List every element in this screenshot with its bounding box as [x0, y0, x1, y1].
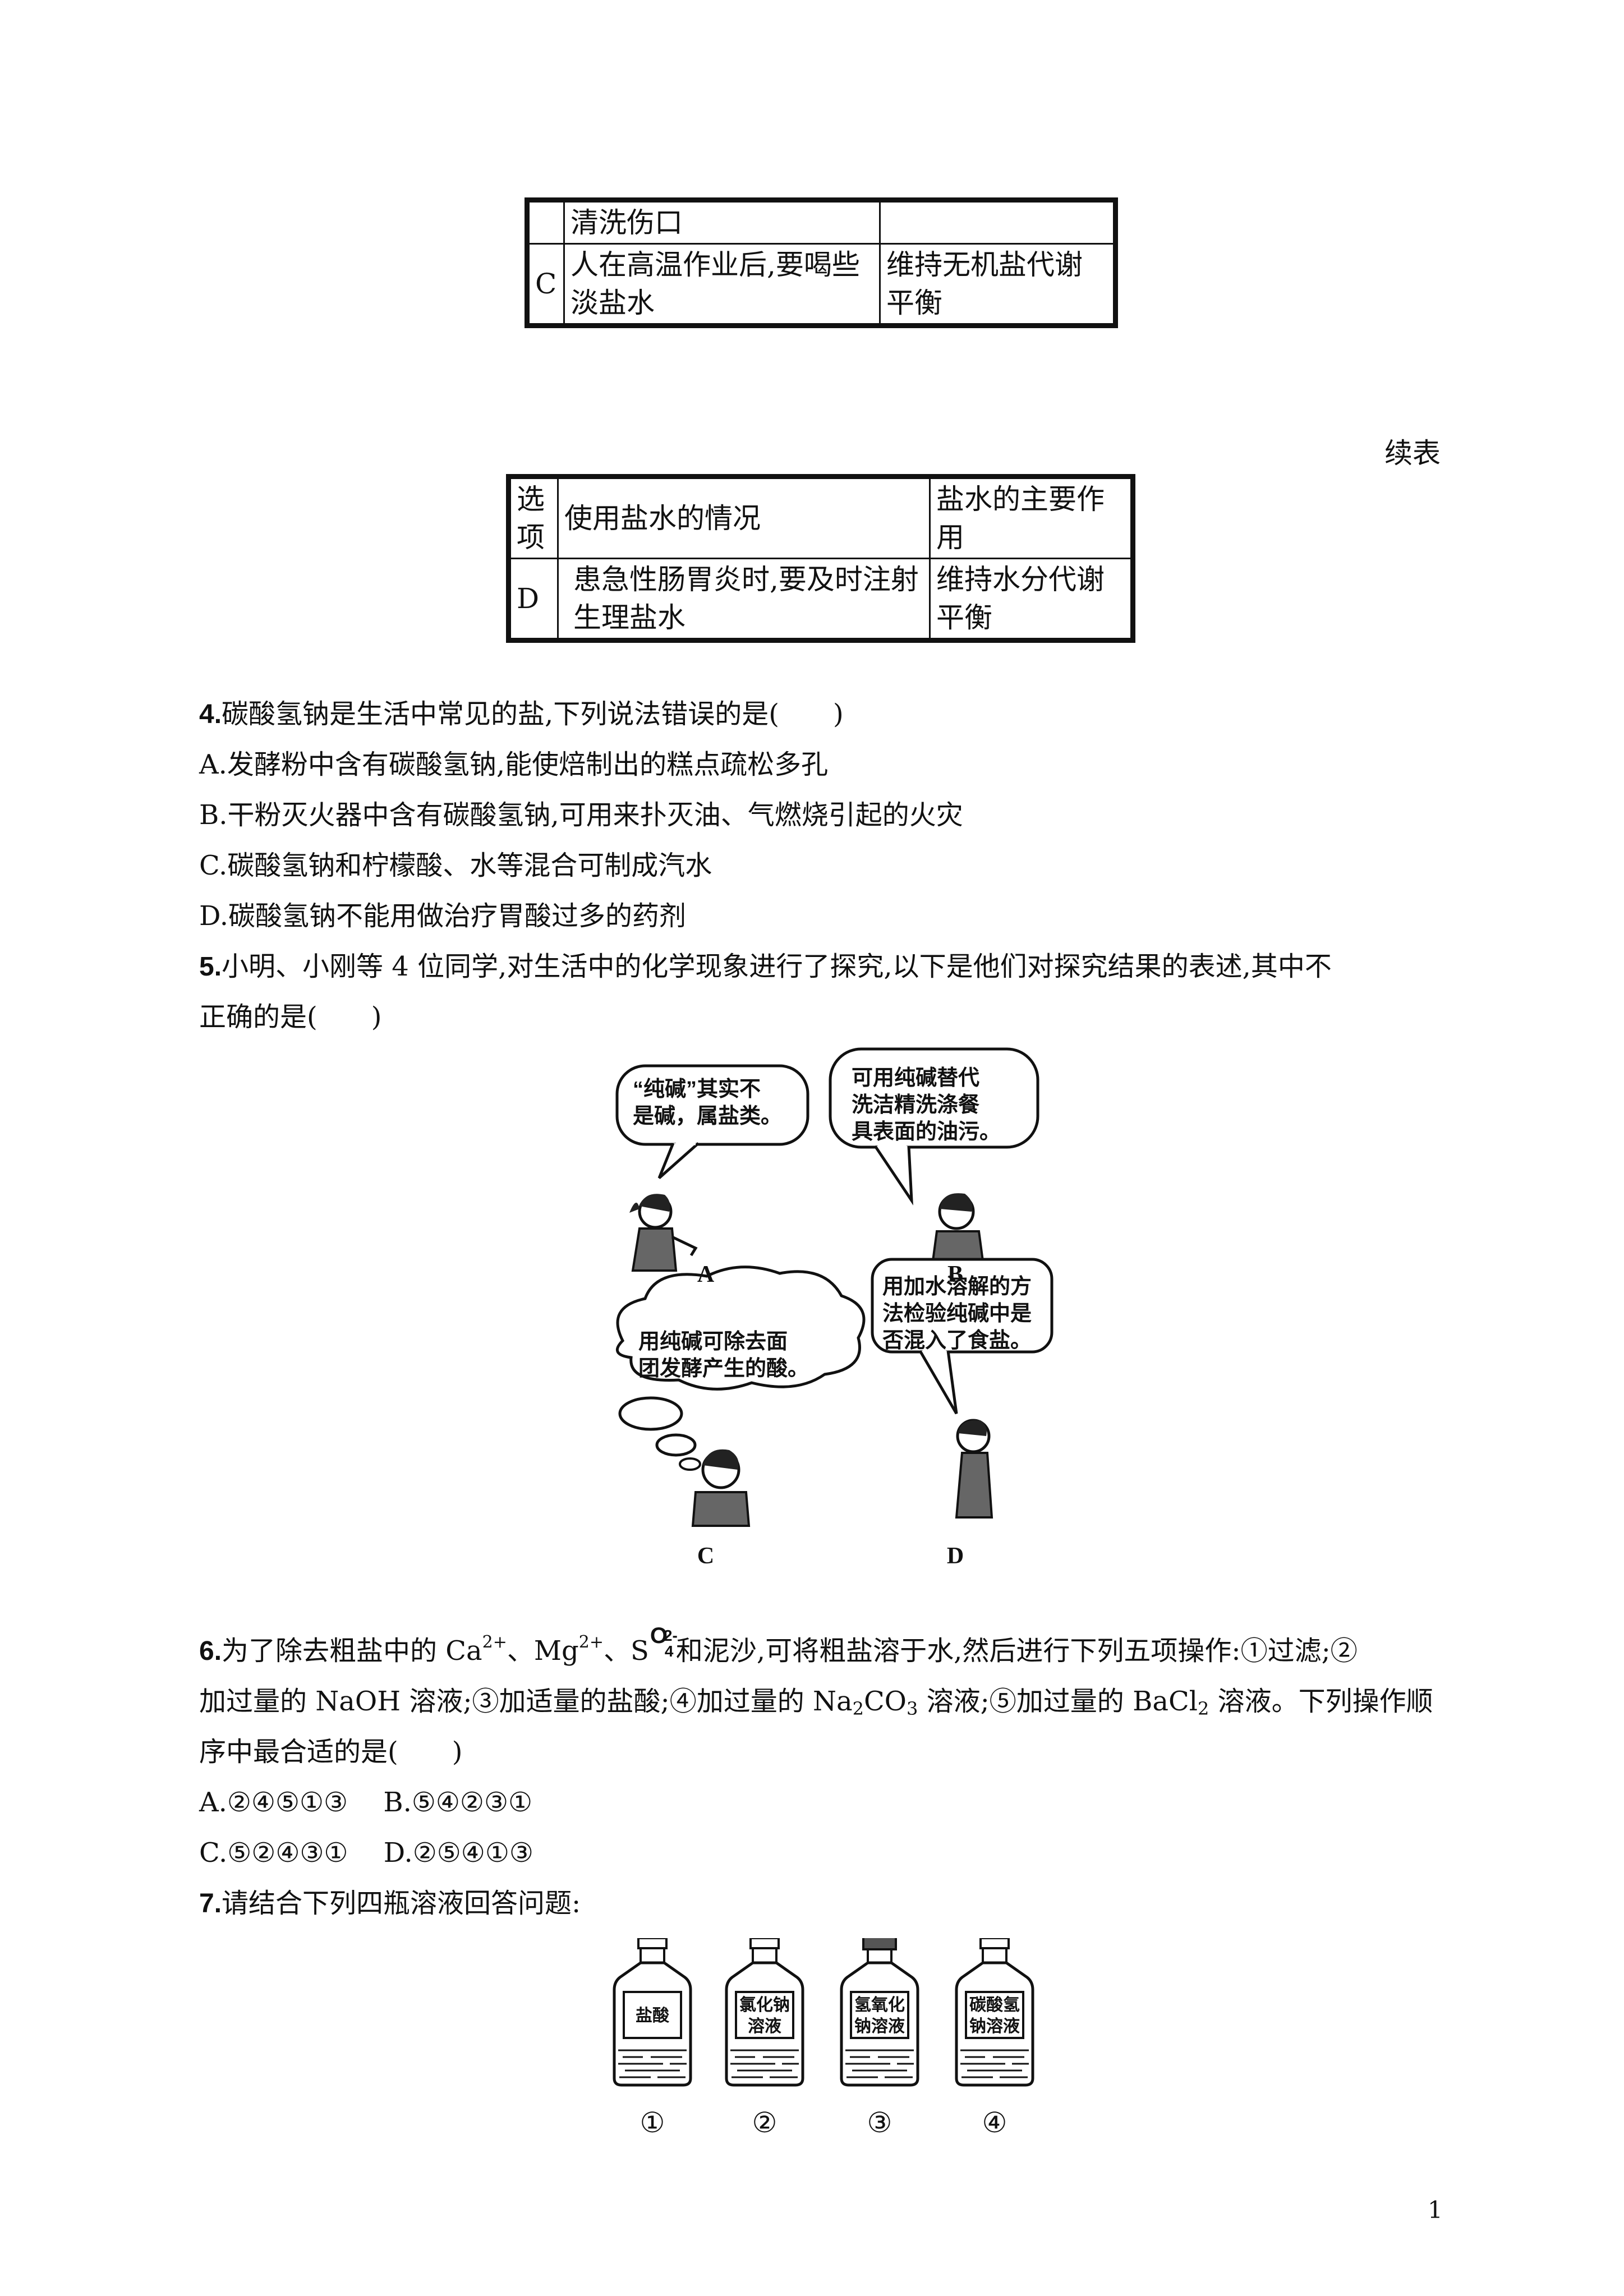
- q5-stem: 5.小明、小刚等 4 位同学,对生活中的化学现象进行了探究,以下是他们对探究结果…: [199, 947, 1332, 987]
- q6-options-row1: A.②④⑤①③ B.⑤④②③①: [199, 1787, 533, 1818]
- thought-cloud-c: [615, 1266, 866, 1391]
- speech-bubble-a: [615, 1064, 809, 1146]
- student-girl-icon: [629, 1194, 698, 1272]
- caption-a: A: [697, 1262, 715, 1287]
- speech-tail-d: [918, 1350, 958, 1415]
- option-cell: [526, 199, 565, 245]
- bottle-4-number: ④: [982, 2106, 1007, 2139]
- bottle-3-number: ③: [867, 2106, 892, 2139]
- q7-number: 7.: [199, 1889, 222, 1918]
- bottle-4-label: 碳酸氢钠溶液: [969, 1996, 1020, 2036]
- page-number: 1: [1428, 2196, 1443, 2224]
- q4-option-b: B.干粉灭火器中含有碳酸氢钠,可用来扑灭油、气燃烧引起的火灾: [199, 799, 963, 831]
- role-header: 盐水的主要作用: [929, 476, 1134, 559]
- table-header-row: 选项 使用盐水的情况 盐水的主要作用: [508, 476, 1134, 559]
- q6-line2: 加过量的 NaOH 溶液;③加适量的盐酸;④加过量的 Na2CO3 溶液;⑤加过…: [199, 1686, 1433, 1719]
- q4-option-c: C.碳酸氢钠和柠檬酸、水等混合可制成汽水: [199, 850, 712, 881]
- speech-tail-a: [657, 1142, 700, 1179]
- student-boy-standing-icon: [955, 1419, 993, 1519]
- situation-header: 使用盐水的情况: [557, 476, 931, 559]
- student-boy-thinking-icon: [691, 1449, 751, 1527]
- situation-cell: 患急性肠胃炎时,要及时注射生理盐水: [557, 558, 931, 641]
- situation-cell: 人在高温作业后,要喝些淡盐水: [563, 243, 881, 326]
- caption-b: B: [947, 1262, 963, 1287]
- ca-charge: 2+: [482, 1632, 507, 1652]
- table-row: C 人在高温作业后,要喝些淡盐水 维持无机盐代谢平衡: [526, 243, 1116, 326]
- bottle-2-label: 氯化钠溶液: [739, 1996, 790, 2036]
- role-cell: 维持水分代谢平衡: [929, 558, 1134, 641]
- bubble-d-text: 用加水溶解的方法检验纯碱中是否混入了食盐。: [882, 1275, 1032, 1352]
- option-cell: C: [526, 243, 565, 326]
- continued-label: 续表: [1384, 437, 1441, 470]
- bubble-b-text: 可用纯碱替代洗洁精洗涤餐具表面的油污。: [852, 1066, 1001, 1144]
- speech-tail-b: [873, 1145, 913, 1205]
- bottle-3-label: 氢氧化钠溶液: [854, 1996, 905, 2036]
- role-cell: [879, 199, 1116, 245]
- q4-number: 4.: [199, 700, 222, 729]
- q6-line3: 序中最合适的是( ): [199, 1736, 463, 1768]
- option-header: 选项: [508, 476, 559, 559]
- bottle-1-number: ①: [640, 2106, 665, 2139]
- mg-charge: 2+: [578, 1632, 604, 1652]
- bottle-1-label: 盐酸: [636, 2007, 669, 2025]
- situation-cell: 清洗伤口: [563, 199, 881, 245]
- table-bottom: 选项 使用盐水的情况 盐水的主要作用 D 患急性肠胃炎时,要及时注射生理盐水 维…: [506, 474, 1135, 643]
- q4-stem: 4.碳酸氢钠是生活中常见的盐,下列说法错误的是( ): [199, 694, 844, 734]
- bottle-2-number: ②: [752, 2106, 778, 2139]
- q5-stem-line1: 小明、小刚等 4 位同学,对生活中的化学现象进行了探究,以下是他们对探究结果的表…: [222, 951, 1332, 982]
- q5-number: 5.: [199, 952, 222, 982]
- student-boy-icon: [930, 1193, 986, 1274]
- caption-c: C: [697, 1543, 715, 1569]
- q6-number: 6.: [199, 1636, 222, 1666]
- speech-bubble-d: [871, 1258, 1053, 1354]
- table-row: 清洗伤口: [526, 199, 1116, 245]
- table-row: D 患急性肠胃炎时,要及时注射生理盐水 维持水分代谢平衡: [508, 558, 1134, 641]
- speech-bubble-b: [829, 1047, 1039, 1149]
- q4-stem-text: 碳酸氢钠是生活中常见的盐,下列说法错误的是( ): [222, 698, 844, 730]
- q6-options-row2: C.⑤②④③① D.②⑤④①③: [199, 1837, 533, 1869]
- table-top: 清洗伤口 C 人在高温作业后,要喝些淡盐水 维持无机盐代谢平衡: [525, 197, 1118, 328]
- q4-option-a: A.发酵粉中含有碳酸氢钠,能使焙制出的糕点疏松多孔: [199, 749, 829, 780]
- option-cell: D: [508, 558, 559, 641]
- bubble-a-text: “纯碱”其实不是碱，属盐类。: [633, 1078, 783, 1128]
- role-cell: 维持无机盐代谢平衡: [879, 243, 1116, 326]
- caption-d: D: [946, 1543, 964, 1569]
- q4-option-d: D.碳酸氢钠不能用做治疗胃酸过多的药剂: [199, 900, 687, 932]
- bubble-c-text: 用纯碱可除去面团发酵产生的酸。: [638, 1330, 809, 1381]
- q5-illustration: [615, 1047, 1053, 1527]
- q7-stem: 7.请结合下列四瓶溶液回答问题:: [199, 1888, 581, 1919]
- q5-stem-line2: 正确的是( ): [199, 1001, 382, 1033]
